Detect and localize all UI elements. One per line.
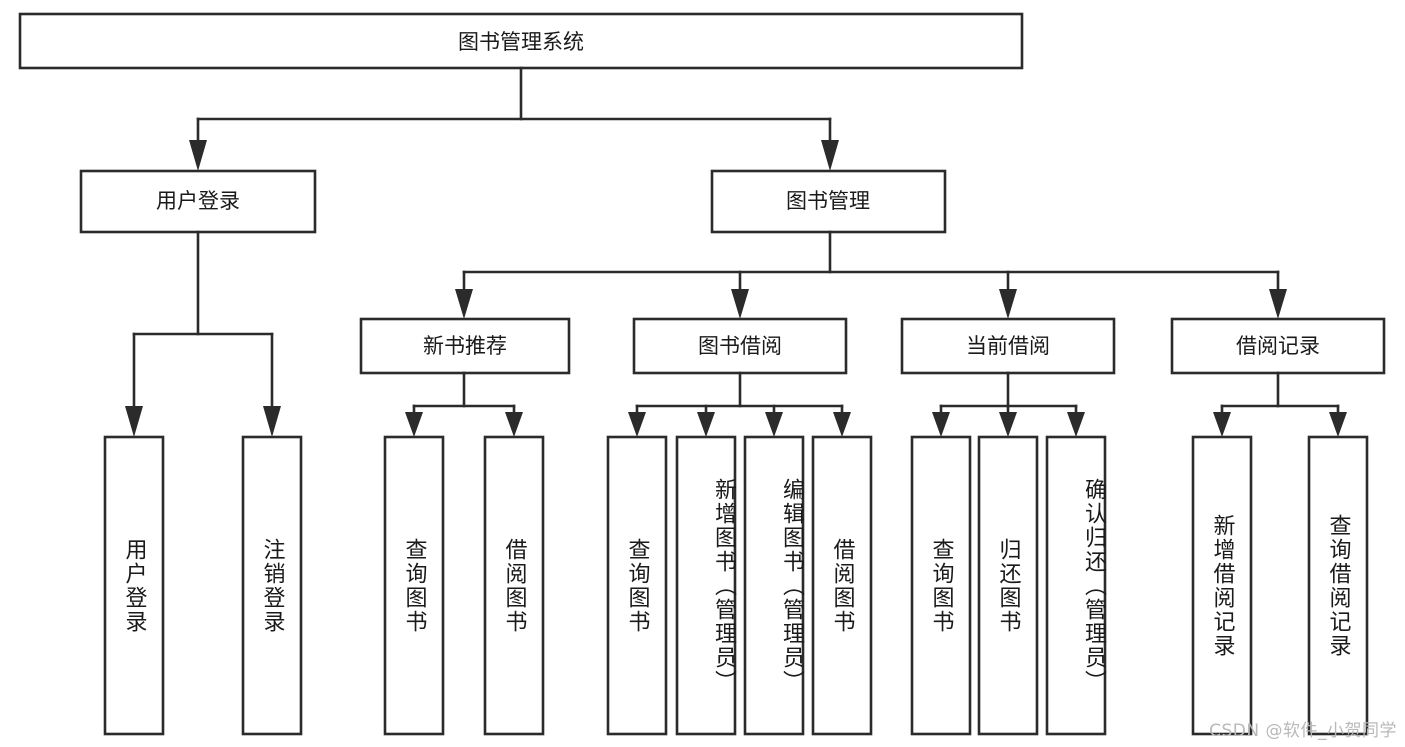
node-borrow-record-box[interactable] [1170,317,1386,375]
leaf-box-bb-query-book[interactable] [606,435,668,736]
leaf-box-br-add-record[interactable] [1191,435,1253,736]
arrow-head-bb-leaf-3 [765,412,783,437]
node-new-book-recommend-box[interactable] [359,317,571,375]
arrow-head-user-login [189,140,207,171]
arrow-head-bb-leaf-1 [628,412,646,437]
leaf-box-cb-query-book[interactable] [910,435,972,736]
arrow-head-br-leaf-1 [1213,412,1231,437]
leaf-box-nbr-query-book[interactable] [383,435,445,736]
arrow-head-nbr-leaf-1 [405,412,423,437]
arrow-head-cb-leaf-3 [1067,412,1085,437]
leaf-box-br-query-record[interactable] [1307,435,1369,736]
arrow-head-new-book-recommend [455,289,473,319]
leaf-box-cb-confirm-return[interactable] [1045,435,1107,736]
leaf-box-bb-edit-book[interactable] [743,435,805,736]
node-book-manage-box[interactable] [710,169,947,234]
arrow-head-br-leaf-2 [1329,412,1347,437]
arrow-head-book-borrow [731,289,749,319]
arrow-head-leaf-logout [263,406,281,437]
node-root-label: 图书管理系统 [458,30,584,54]
node-book-borrow-label: 图书借阅 [698,334,782,358]
arrow-head-leaf-user-login [125,406,143,437]
node-new-book-recommend-label: 新书推荐 [423,334,507,358]
node-current-borrow-box[interactable] [900,317,1116,375]
node-book-borrow-box[interactable] [632,317,848,375]
node-borrow-record-label: 借阅记录 [1236,334,1320,358]
arrow-head-cb-leaf-1 [932,412,950,437]
arrow-head-book-manage [821,140,839,171]
arrow-head-cb-leaf-2 [999,412,1017,437]
node-root-box[interactable] [18,12,1024,70]
leaf-box-bb-add-book[interactable] [675,435,737,736]
arrow-head-nbr-leaf-2 [505,412,523,437]
arrow-head-borrow-record [1269,289,1287,319]
node-current-borrow-label: 当前借阅 [966,334,1050,358]
leaf-box-user-login[interactable] [103,435,165,736]
leaf-box-logout[interactable] [241,435,303,736]
arrow-head-bb-leaf-4 [833,412,851,437]
node-book-manage-label: 图书管理 [786,189,870,213]
node-user-login-label: 用户登录 [156,189,240,213]
arrow-head-current-borrow [999,289,1017,319]
leaf-box-nbr-borrow-book[interactable] [483,435,545,736]
leaf-box-bb-borrow-book[interactable] [811,435,873,736]
leaf-box-cb-return-book[interactable] [977,435,1039,736]
watermark-text: CSDN @软件_小贺同学 [1209,721,1397,741]
arrow-head-bb-leaf-2 [697,412,715,437]
